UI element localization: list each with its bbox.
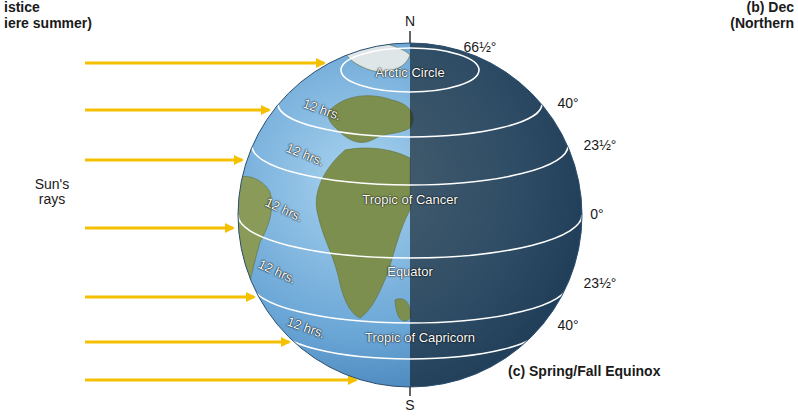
sun-rays: [85, 227, 233, 230]
latitude-lines: [252, 284, 568, 323]
sun-rays: [85, 159, 242, 162]
latitude-number: 66½°: [464, 40, 497, 55]
cropped-title: istice: [4, 0, 40, 15]
latitude-number: 23½°: [584, 138, 617, 153]
pole-label: N: [405, 14, 415, 29]
sun-rays-label: Sun's rays: [26, 177, 78, 208]
land-masses: [316, 148, 410, 318]
latitude-number: 23½°: [584, 276, 617, 291]
latitude-lines: [341, 48, 479, 92]
land-masses: [250, 54, 315, 95]
sun-rays: [85, 109, 269, 112]
circle-label: Tropic of Cancer: [362, 193, 458, 207]
axis-ticks: [409, 31, 411, 43]
latitude-lines: [238, 48, 582, 359]
sun-rays: [85, 62, 324, 65]
circle-label: Equator: [387, 265, 433, 279]
sun-rays: [85, 296, 254, 299]
cropped-title: (Northern: [730, 16, 794, 31]
latitude-lines: [238, 215, 582, 258]
land-masses: [230, 41, 413, 321]
caption: (c) Spring/Fall Equinox: [508, 364, 660, 379]
globe-outline: [238, 43, 582, 387]
sun-rays: [85, 379, 356, 382]
latitude-number: 40°: [557, 96, 578, 111]
latitude-number: 40°: [557, 318, 578, 333]
cropped-title: (b) Dec: [747, 0, 794, 15]
cropped-title: iere summer): [4, 16, 92, 31]
circle-label: Arctic Circle: [375, 66, 444, 80]
circle-label: Tropic of Capricorn: [365, 331, 475, 345]
axis-ticks: [409, 387, 411, 396]
pole-label: S: [405, 398, 414, 413]
land-masses: [395, 299, 410, 321]
latitude-number: 0°: [590, 207, 603, 222]
sun-rays: [85, 341, 289, 344]
